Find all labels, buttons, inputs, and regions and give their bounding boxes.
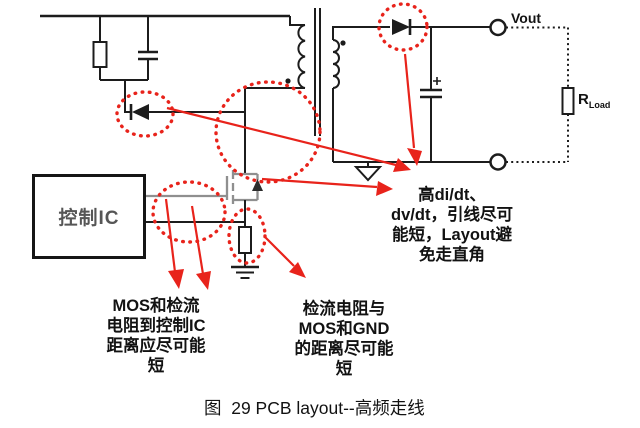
annotation-line: MOS和检流 <box>112 297 200 315</box>
primary-ground-icon <box>231 265 259 279</box>
vout-label: Vout <box>511 10 542 26</box>
annotation-line: 的距离尽可能 <box>294 340 394 358</box>
vout-terminal-bottom <box>489 153 507 171</box>
annotation-mos-sense: MOS和检流 电阻到控制IC 距离应尽可能 短 <box>86 296 226 376</box>
arrow-sense-to-text <box>264 236 306 278</box>
annotation-line: 电阻到控制IC <box>106 317 206 335</box>
rload-label: RLoad <box>578 91 610 110</box>
mosfet <box>225 170 263 227</box>
annotation-line: dv/dt，引线尽可 <box>391 206 513 224</box>
output-capacitor <box>420 27 442 162</box>
arrow-output-diode-to-gnd <box>403 53 422 166</box>
figure-caption: 图 29 PCB layout--高频走线 <box>204 398 425 418</box>
load-resistor <box>561 87 575 115</box>
vout-terminal-top <box>489 18 507 37</box>
sense-resistor <box>238 226 252 267</box>
annotation-line: 检流电阻与 <box>302 300 386 318</box>
annotation-line: 高di/dt、 <box>418 186 486 204</box>
load-branch <box>506 26 575 163</box>
snubber-resistor <box>92 16 108 80</box>
highlight-clamp-diode <box>115 90 175 138</box>
control-ic-box: 控制IC <box>32 174 146 259</box>
highlight-drain-node <box>214 80 322 184</box>
primary-polarity-dot <box>285 78 291 84</box>
clamp-diode <box>124 80 245 120</box>
highlight-sense-resistor <box>227 207 267 265</box>
annotation-line: 能短，Layout避 <box>391 226 513 244</box>
arrow-drain-to-gnd <box>261 177 393 196</box>
body-diode-arrow-icon <box>252 179 263 191</box>
secondary-polarity-dot <box>340 40 346 46</box>
rload-main: R <box>578 91 589 108</box>
arrow-gate-wires-left <box>164 198 184 289</box>
output-diode <box>392 19 490 35</box>
drain-node-wires <box>244 87 305 174</box>
annotation-sense-gnd: 检流电阻与 MOS和GND 的距离尽可能 短 <box>274 299 414 379</box>
control-ic-label: 控制IC <box>58 208 120 229</box>
secondary-ground-icon <box>353 162 383 182</box>
highlight-gate-wires <box>151 180 227 244</box>
annotation-line: 距离应尽可能 <box>106 337 206 355</box>
highlight-output-diode <box>377 2 429 52</box>
arrow-gate-wires-right <box>190 205 211 290</box>
annotation-line: MOS和GND <box>298 320 390 338</box>
primary-top-rail <box>40 14 305 26</box>
plus-sign-icon <box>433 77 441 85</box>
arrow-clamp-to-gnd <box>166 106 411 172</box>
annotation-line: 短 <box>147 357 165 375</box>
transformer <box>285 8 390 162</box>
annotation-line: 短 <box>335 360 353 378</box>
snubber-capacitor <box>100 16 158 81</box>
annotation-high-freq: 高di/dt、 dv/dt，引线尽可 能短，Layout避 免走直角 <box>367 185 537 265</box>
rload-sub: Load <box>588 100 611 110</box>
annotation-line: 免走直角 <box>419 246 485 264</box>
